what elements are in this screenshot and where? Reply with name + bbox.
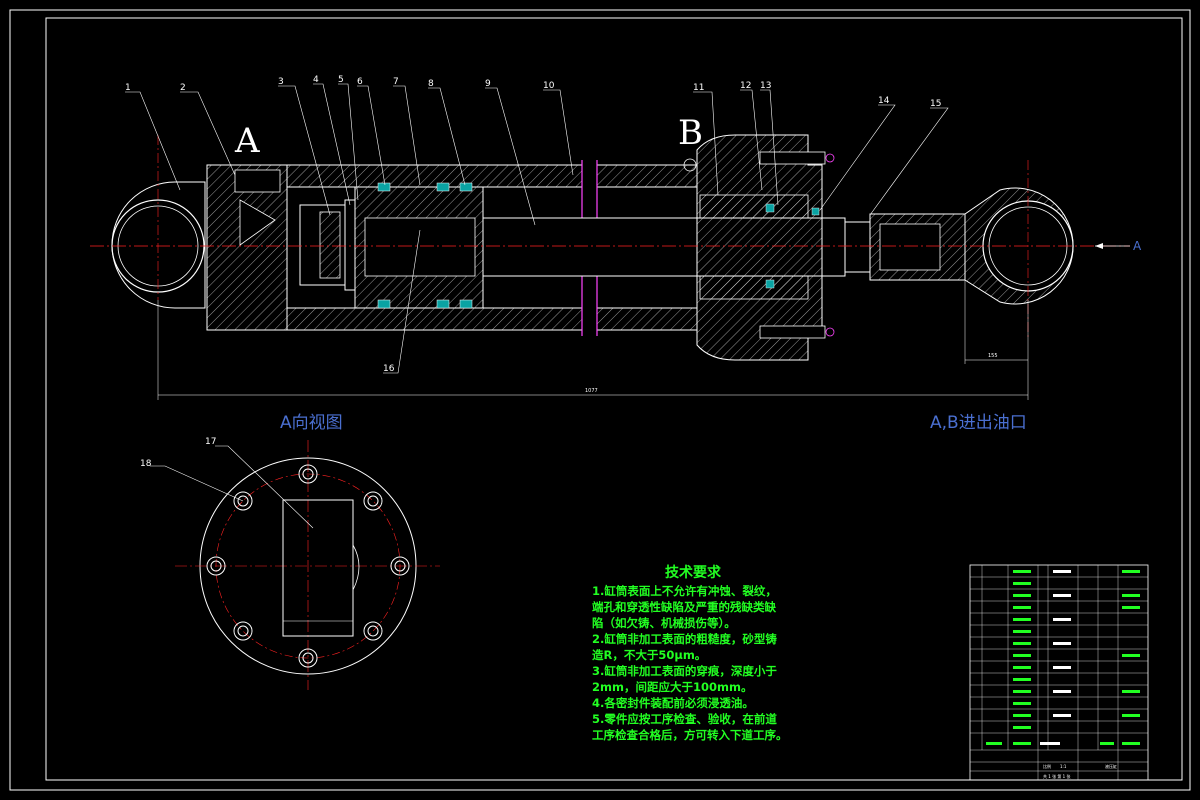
- part-label-11: 11: [693, 83, 704, 93]
- cylinder-assembly: 1077 155: [90, 134, 1130, 400]
- tech-line-2: 端孔和穿透性缺陷及严重的残缺类缺: [592, 600, 776, 614]
- view-label-b: B: [678, 113, 703, 153]
- part-label-14: 14: [878, 96, 890, 106]
- piston-seals: [377, 182, 473, 309]
- caption-ports: A,B进出油口: [930, 413, 1027, 433]
- inner-frame: [45, 17, 1183, 781]
- part-label-18: 18: [140, 459, 152, 469]
- rod-end-nut: [844, 221, 871, 273]
- caption-view-a: A向视图: [280, 413, 343, 433]
- outer-frame: [9, 9, 1191, 791]
- part-label-10: 10: [543, 81, 555, 91]
- part-label-8: 8: [428, 79, 434, 89]
- tech-requirements: 技术要求 1.缸筒表面上不允许有冲蚀、裂纹， 端孔和穿透性缺陷及严重的残缺类缺 …: [592, 564, 788, 742]
- rod-end-dimension: 155: [988, 353, 998, 359]
- part-label-2: 2: [180, 83, 186, 93]
- tech-line-5: 造R，不大于50μm。: [592, 648, 706, 662]
- tech-title: 技术要求: [665, 564, 722, 581]
- tech-line-4: 2.缸筒非加工表面的粗糙度，砂型铸: [592, 632, 777, 646]
- tech-line-10: 工序检查合格后，方可转入下道工序。: [592, 728, 788, 742]
- barrel-bottom-wall: [286, 307, 583, 331]
- title-block: 比例 1:1 液压缸 共 1 张 第 1 张: [969, 564, 1149, 781]
- part-label-9: 9: [485, 79, 491, 89]
- part-labels: 1 2 3 4 5 6 7 8 9 10 11 12 13 14 15 16 1…: [125, 75, 941, 469]
- title-block-sheet: 共 1 张 第 1 张: [1043, 773, 1070, 779]
- part-label-4: 4: [313, 75, 319, 85]
- overall-dimension: 1077: [585, 388, 598, 394]
- part-label-7: 7: [393, 77, 399, 87]
- barrel-top-wall: [286, 164, 583, 188]
- view-label-a: A: [234, 121, 260, 161]
- title-block-name: 液压缸: [1105, 763, 1117, 769]
- flange-face-view: [150, 440, 440, 690]
- flange-bolt-holes: [206, 464, 410, 668]
- tech-line-1: 1.缸筒表面上不允许有冲蚀、裂纹，: [592, 584, 777, 598]
- tech-line-7: 2mm，间距应大于100mm。: [592, 680, 752, 694]
- part-label-13: 13: [760, 81, 771, 91]
- tech-line-6: 3.缸筒非加工表面的穿痕，深度小于: [592, 664, 777, 678]
- flange-bolt-bottom: [759, 325, 826, 339]
- leader-lines: [125, 83, 949, 374]
- part-label-6: 6: [357, 77, 363, 87]
- part-label-15: 15: [930, 99, 941, 109]
- end-cap: [206, 164, 288, 331]
- tech-line-8: 4.各密封件装配前必须浸透油。: [592, 696, 754, 710]
- flange-slot: [282, 499, 354, 637]
- title-block-scale-value: 1:1: [1060, 764, 1067, 769]
- tech-line-3: 陷（如欠铸、机械损伤等）。: [592, 616, 736, 630]
- part-label-12: 12: [740, 81, 751, 91]
- flange-bolt-top: [759, 151, 826, 165]
- part-label-16: 16: [383, 364, 395, 374]
- part-label-1: 1: [125, 83, 131, 93]
- part-label-5: 5: [338, 75, 344, 85]
- view-arrow-label: A: [1133, 239, 1142, 253]
- part-label-17: 17: [205, 437, 216, 447]
- left-lug: [111, 181, 206, 309]
- tech-line-9: 5.零件应按工序检查、验收，在前道: [592, 712, 777, 726]
- part-label-3: 3: [278, 77, 284, 87]
- title-block-scale-label: 比例: [1043, 763, 1051, 769]
